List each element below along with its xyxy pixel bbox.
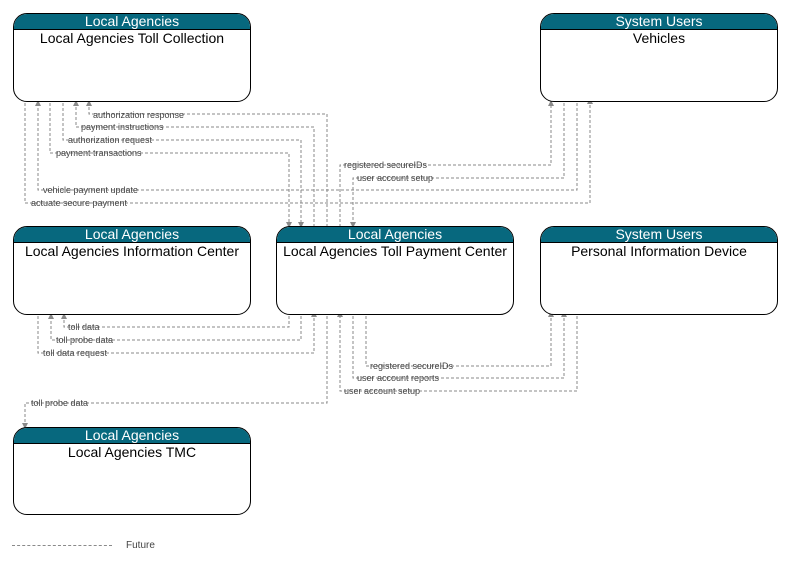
label-user-account-setup-pid: user account setup xyxy=(344,386,420,396)
flow-toll-data-request[interactable] xyxy=(37,311,317,354)
label-toll-data-request: toll data request xyxy=(43,348,108,358)
label-toll-probe-data-tmc: toll probe data xyxy=(31,398,88,408)
node-title: Local Agencies TMC xyxy=(67,444,197,460)
node-category: Local Agencies xyxy=(14,14,250,30)
node-toll-collection[interactable]: Local Agencies Local Agencies Toll Colle… xyxy=(13,13,251,102)
node-title: Local Agencies Toll Payment Center xyxy=(283,243,507,259)
label-user-account-setup-vehicles: user account setup xyxy=(357,173,433,183)
legend-future-label: Future xyxy=(126,540,155,551)
node-category: System Users xyxy=(541,227,777,243)
node-title: Local Agencies Information Center xyxy=(24,243,239,259)
node-category: System Users xyxy=(541,14,777,30)
node-title: Personal Information Device xyxy=(571,243,747,259)
label-payment-instructions: payment instructions xyxy=(81,122,164,132)
node-category: Local Agencies xyxy=(14,428,250,444)
label-toll-probe-data-ic: toll probe data xyxy=(56,335,113,345)
label-user-account-reports: user account reports xyxy=(357,373,440,383)
flow-toll-data[interactable] xyxy=(61,313,290,328)
label-payment-transactions: payment transactions xyxy=(56,148,142,158)
flow-payment-instructions[interactable] xyxy=(73,100,315,227)
flow-toll-probe-data-tmc[interactable] xyxy=(22,316,328,429)
flow-toll-probe-data-ic[interactable] xyxy=(48,313,302,341)
label-authorization-request: authorization request xyxy=(68,135,153,145)
node-title: Local Agencies Toll Collection xyxy=(39,30,225,46)
label-registered-secureids-pid: registered secureIDs xyxy=(370,361,454,371)
label-actuate-secure-payment: actuate secure payment xyxy=(31,198,128,208)
flow-registered-secureids-vehicles[interactable] xyxy=(339,100,554,227)
node-category: Local Agencies xyxy=(14,227,250,243)
label-authorization-response: authorization response xyxy=(93,110,184,120)
label-registered-secureids-vehicles: registered secureIDs xyxy=(344,160,428,170)
flow-user-account-setup-pid[interactable] xyxy=(337,311,578,392)
node-vehicles[interactable]: System Users Vehicles xyxy=(540,13,778,102)
node-tmc[interactable]: Local Agencies Local Agencies TMC xyxy=(13,427,251,515)
flow-actuate-secure-payment[interactable] xyxy=(24,98,593,204)
node-personal-information-device[interactable]: System Users Personal Information Device xyxy=(540,226,778,315)
label-vehicle-payment-update: vehicle payment update xyxy=(43,185,138,195)
flow-registered-secureids-pid[interactable] xyxy=(365,311,554,367)
flow-vehicle-payment-update[interactable] xyxy=(35,100,578,191)
flow-user-account-setup-vehicles[interactable] xyxy=(350,103,565,228)
node-title: Vehicles xyxy=(632,30,686,46)
flow-authorization-response[interactable] xyxy=(86,100,328,227)
flow-user-account-reports[interactable] xyxy=(352,311,567,379)
legend-future-line xyxy=(12,545,112,546)
flow-payment-transactions[interactable] xyxy=(49,103,292,228)
node-toll-payment-center[interactable]: Local Agencies Local Agencies Toll Payme… xyxy=(276,226,514,315)
node-information-center[interactable]: Local Agencies Local Agencies Informatio… xyxy=(13,226,251,315)
label-toll-data: toll data xyxy=(68,322,100,332)
flow-authorization-request[interactable] xyxy=(62,103,304,228)
node-category: Local Agencies xyxy=(277,227,513,243)
